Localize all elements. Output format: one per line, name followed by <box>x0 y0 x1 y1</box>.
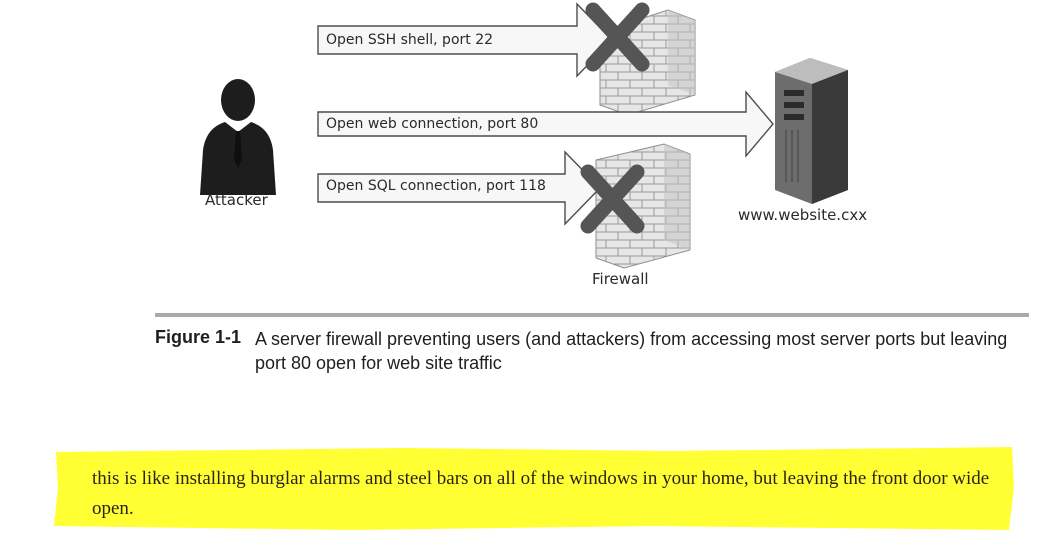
firewall-diagram <box>200 2 848 269</box>
attacker-icon <box>200 79 276 195</box>
highlighted-note: this is like installing burglar alarms a… <box>52 446 1016 532</box>
arrow-label-sql: Open SQL connection, port 118 <box>326 178 546 194</box>
figure-caption: A server firewall preventing users (and … <box>255 329 1008 373</box>
arrow-label-web: Open web connection, port 80 <box>326 116 539 132</box>
figure-number: Figure 1-1 <box>155 327 242 347</box>
blocked-x-icon-bottom <box>580 164 645 234</box>
attacker-label: Attacker <box>205 191 268 209</box>
arrow-sql <box>317 150 601 226</box>
firewall-label: Firewall <box>592 270 649 288</box>
server-label: www.website.cxx <box>738 206 868 224</box>
caption-divider <box>155 313 1029 317</box>
blocked-x-icon-top <box>585 2 650 72</box>
arrow-web <box>317 90 774 158</box>
note-text: this is like installing burglar alarms a… <box>92 468 990 519</box>
server-icon <box>775 58 848 204</box>
arrow-label-ssh: Open SSH shell, port 22 <box>326 32 494 48</box>
highlight-marker <box>54 447 1014 530</box>
firewall-bottom-icon <box>595 143 691 269</box>
